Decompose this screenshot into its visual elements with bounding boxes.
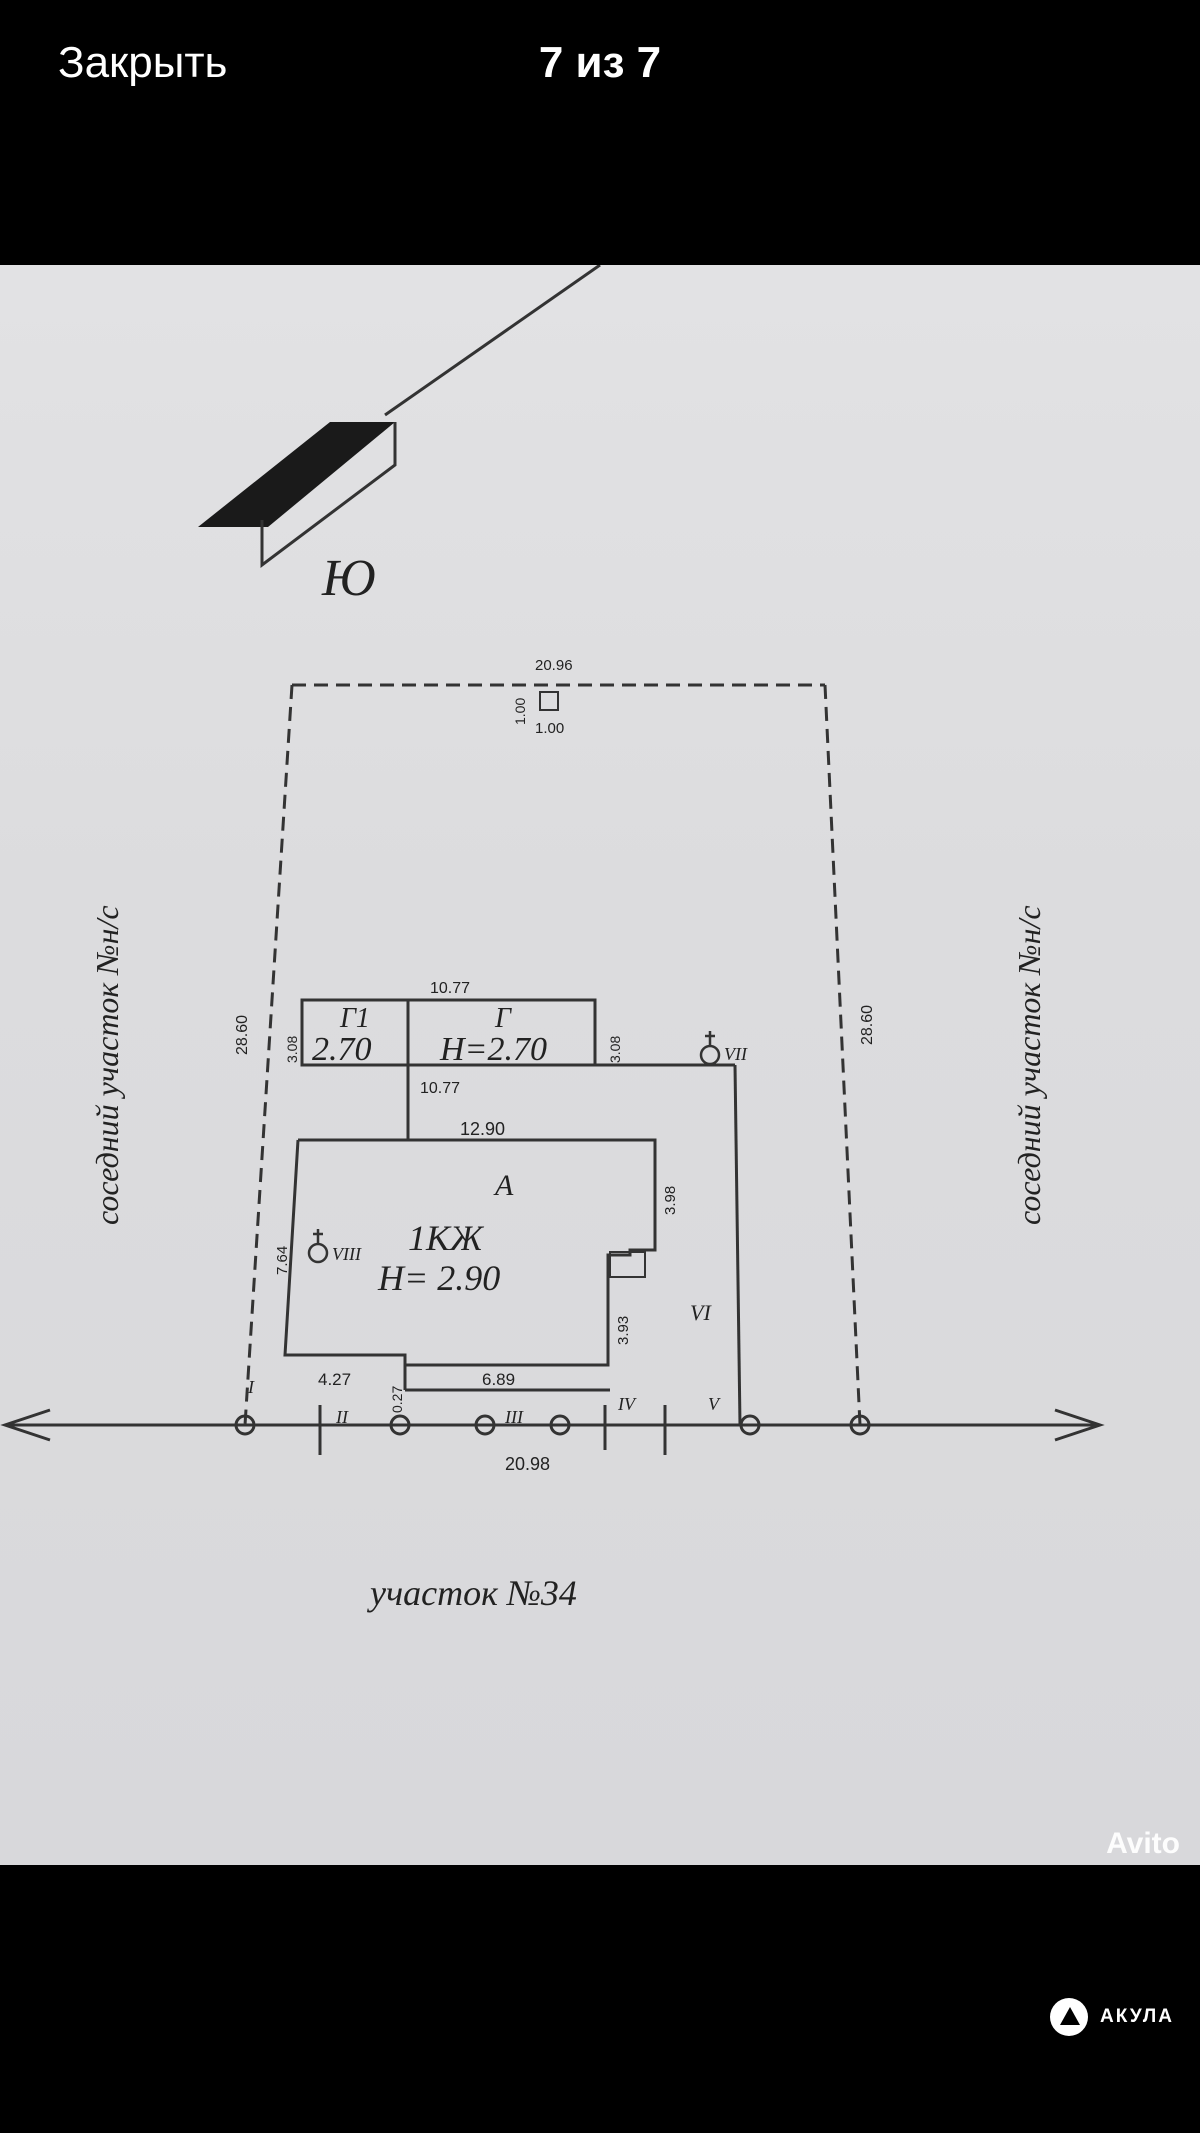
akula-watermark: АКУЛА — [1050, 1998, 1174, 2036]
top-dim: 20.96 — [535, 657, 573, 674]
svg-text:3.08: 3.08 — [284, 1036, 300, 1063]
right-dim: 28.60 — [859, 1005, 876, 1045]
neighbor-left-label: соседний участок №н/с — [89, 905, 125, 1225]
svg-text:VIII: VIII — [332, 1244, 362, 1264]
plot-boundary — [243, 683, 862, 1426]
house-height: Н= 2.90 — [377, 1258, 500, 1298]
svg-text:3.08: 3.08 — [607, 1036, 623, 1063]
svg-text:IV: IV — [617, 1394, 637, 1414]
shark-logo-icon — [1050, 1998, 1089, 2036]
svg-text:3.98: 3.98 — [662, 1186, 679, 1215]
g1-height: 2.70 — [312, 1031, 372, 1068]
well-icon — [699, 1044, 721, 1066]
small-structure — [539, 691, 559, 711]
bottom-dim: 20.98 — [505, 1454, 550, 1474]
svg-text:VI: VI — [690, 1300, 712, 1325]
bottom-plot-label: участок №34 — [367, 1573, 577, 1613]
avito-watermark: Avito — [1106, 1827, 1180, 1860]
svg-text:12.90: 12.90 — [460, 1119, 505, 1139]
image-counter: 7 из 7 — [538, 38, 662, 87]
orientation-arrow-icon — [198, 422, 395, 527]
g-height: Н=2.70 — [439, 1031, 547, 1068]
house-outline — [283, 1138, 657, 1367]
neighbor-right-label: соседний участок №н/с — [1011, 905, 1047, 1225]
svg-text:0.27: 0.27 — [389, 1386, 405, 1413]
svg-text:7.64: 7.64 — [274, 1246, 291, 1275]
svg-text:10.77: 10.77 — [420, 1080, 460, 1097]
svg-text:6.89: 6.89 — [482, 1370, 515, 1389]
svg-text:VII: VII — [724, 1044, 748, 1064]
g1-name: Г1 — [339, 1003, 370, 1034]
g-name: Г — [494, 1003, 512, 1034]
porch — [609, 1251, 646, 1278]
svg-text:10.77: 10.77 — [430, 980, 470, 997]
house-letter: А — [493, 1169, 514, 1202]
viewer-bottom-bar — [0, 1865, 1200, 2133]
svg-text:1.00: 1.00 — [535, 720, 564, 737]
left-dim: 28.60 — [234, 1015, 251, 1055]
svg-text:4.27: 4.27 — [318, 1370, 351, 1389]
close-button[interactable]: Закрыть — [58, 38, 228, 87]
viewer-top-bar: Закрыть 7 из 7 — [0, 0, 1200, 265]
svg-text:II: II — [335, 1407, 349, 1427]
svg-text:III: III — [504, 1407, 524, 1427]
orientation-letter: Ю — [321, 550, 376, 607]
orientation-line — [384, 265, 601, 417]
arrow-left-icon — [0, 1408, 51, 1442]
svg-text:3.93: 3.93 — [615, 1316, 632, 1345]
house-type: 1КЖ — [408, 1218, 485, 1258]
svg-text:1.00: 1.00 — [512, 698, 528, 725]
site-plan-drawing: Ю 20.96 1.00 1.00 28.60 28.60 соседний у… — [0, 265, 1105, 1613]
plan-photo[interactable]: Ю 20.96 1.00 1.00 28.60 28.60 соседний у… — [0, 265, 1200, 1865]
svg-text:I: I — [247, 1377, 255, 1397]
arrow-right-icon — [1054, 1408, 1105, 1442]
svg-text:V: V — [708, 1394, 721, 1414]
